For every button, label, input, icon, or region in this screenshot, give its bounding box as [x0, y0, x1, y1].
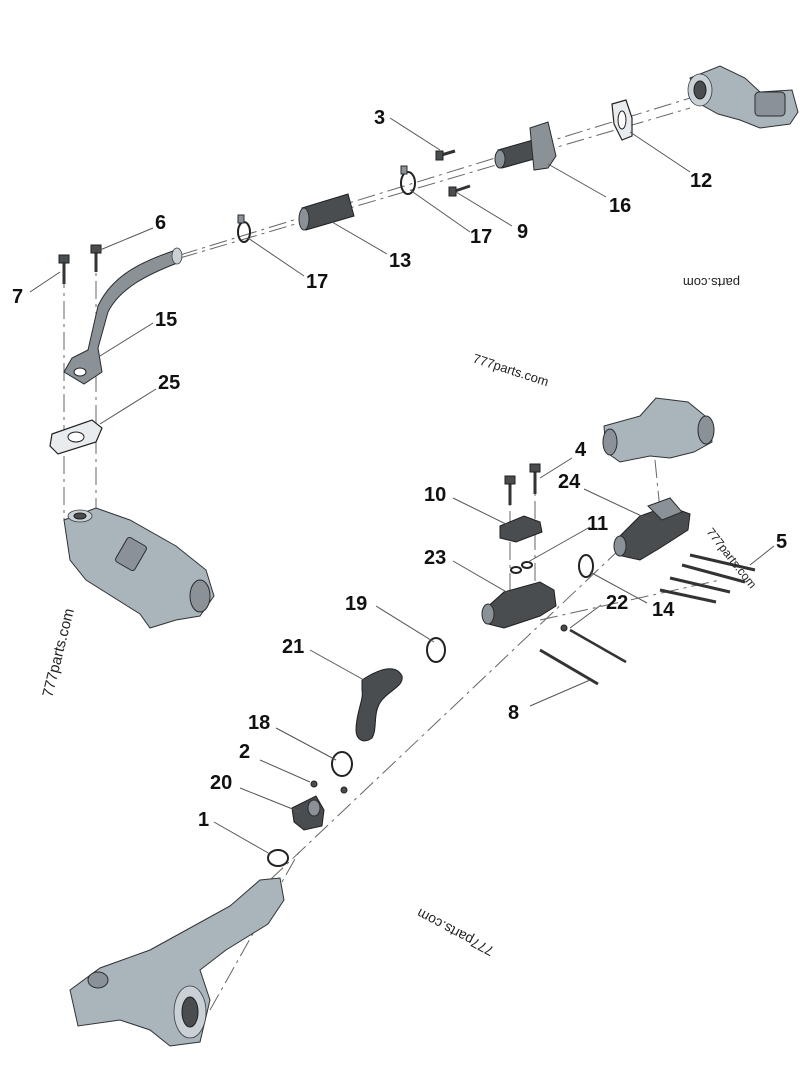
callout-19: 19 [345, 593, 367, 615]
part-21-hose [355, 668, 403, 742]
part-18-clamp [331, 751, 353, 777]
watermark-bottom-inverted: 777parts.com [414, 906, 496, 960]
callout-9: 9 [517, 221, 528, 243]
part-22-stud [560, 624, 627, 664]
callout-23: 23 [424, 547, 446, 569]
callout-8: 8 [508, 702, 519, 724]
part-23-valve-body [481, 581, 557, 629]
part-16-flanged-pipe [494, 121, 557, 171]
callout-24: 24 [558, 471, 581, 493]
part-19-clamp [426, 637, 446, 663]
callout-numbers: 1 2 3 4 5 6 7 8 9 10 11 12 13 14 15 16 1… [12, 107, 787, 831]
watermark-right-diagonal: 777parts.com [704, 525, 760, 591]
callout-7: 7 [12, 286, 23, 308]
callout-6: 6 [155, 212, 166, 234]
part-8-bolt [539, 648, 599, 686]
callout-20: 20 [210, 772, 232, 794]
callout-25: 25 [158, 372, 180, 394]
part-20-fitting [291, 795, 325, 831]
part-5-studs [659, 553, 756, 604]
watermark-left-vertical: 777parts.com [39, 607, 77, 699]
callout-16: 16 [609, 195, 631, 217]
callout-18: 18 [248, 712, 270, 734]
callout-4: 4 [575, 439, 587, 461]
part-25-gasket [49, 419, 103, 455]
assembly-axes [63, 94, 721, 1011]
callout-1: 1 [198, 809, 209, 831]
callout-11: 11 [587, 513, 608, 535]
part-3-bolt [435, 149, 456, 161]
callout-10: 10 [424, 484, 446, 506]
part-4-bolts [504, 463, 541, 505]
watermark-top-right-inverted: parts.com [683, 275, 740, 290]
part-11-o-rings [510, 561, 533, 574]
part-17-clamp-b [237, 214, 251, 243]
part-17-clamp-a [400, 165, 416, 195]
callout-13: 13 [389, 250, 411, 272]
part-15-bent-pipe [63, 247, 183, 385]
callout-17-a: 17 [470, 226, 492, 248]
part-6-bolt [90, 244, 102, 272]
part-10-bracket [499, 515, 543, 543]
part-9-bolt [448, 184, 471, 197]
lower-manifold [69, 877, 285, 1047]
part-7-bolt [58, 254, 70, 284]
callout-22: 22 [606, 592, 628, 614]
callout-15: 15 [155, 309, 177, 331]
callout-2: 2 [239, 741, 250, 763]
part-12-gasket [611, 99, 633, 141]
callout-14: 14 [652, 599, 675, 621]
part-24-elbow [613, 497, 691, 561]
egr-cooler [63, 507, 215, 629]
part-13-sleeve [298, 193, 355, 231]
leader-lines [29, 117, 775, 855]
callout-17-b: 17 [306, 271, 328, 293]
callout-12: 12 [690, 170, 712, 192]
upper-manifold [602, 397, 715, 463]
callout-3: 3 [374, 107, 385, 129]
callout-5: 5 [776, 531, 787, 553]
part-1-o-ring [267, 849, 289, 867]
part-2-bolts [310, 780, 348, 794]
part-14-o-ring [578, 554, 594, 578]
watermark-center: 777parts.com [471, 351, 551, 390]
egr-valve-top [687, 65, 799, 129]
callout-21: 21 [282, 636, 304, 658]
